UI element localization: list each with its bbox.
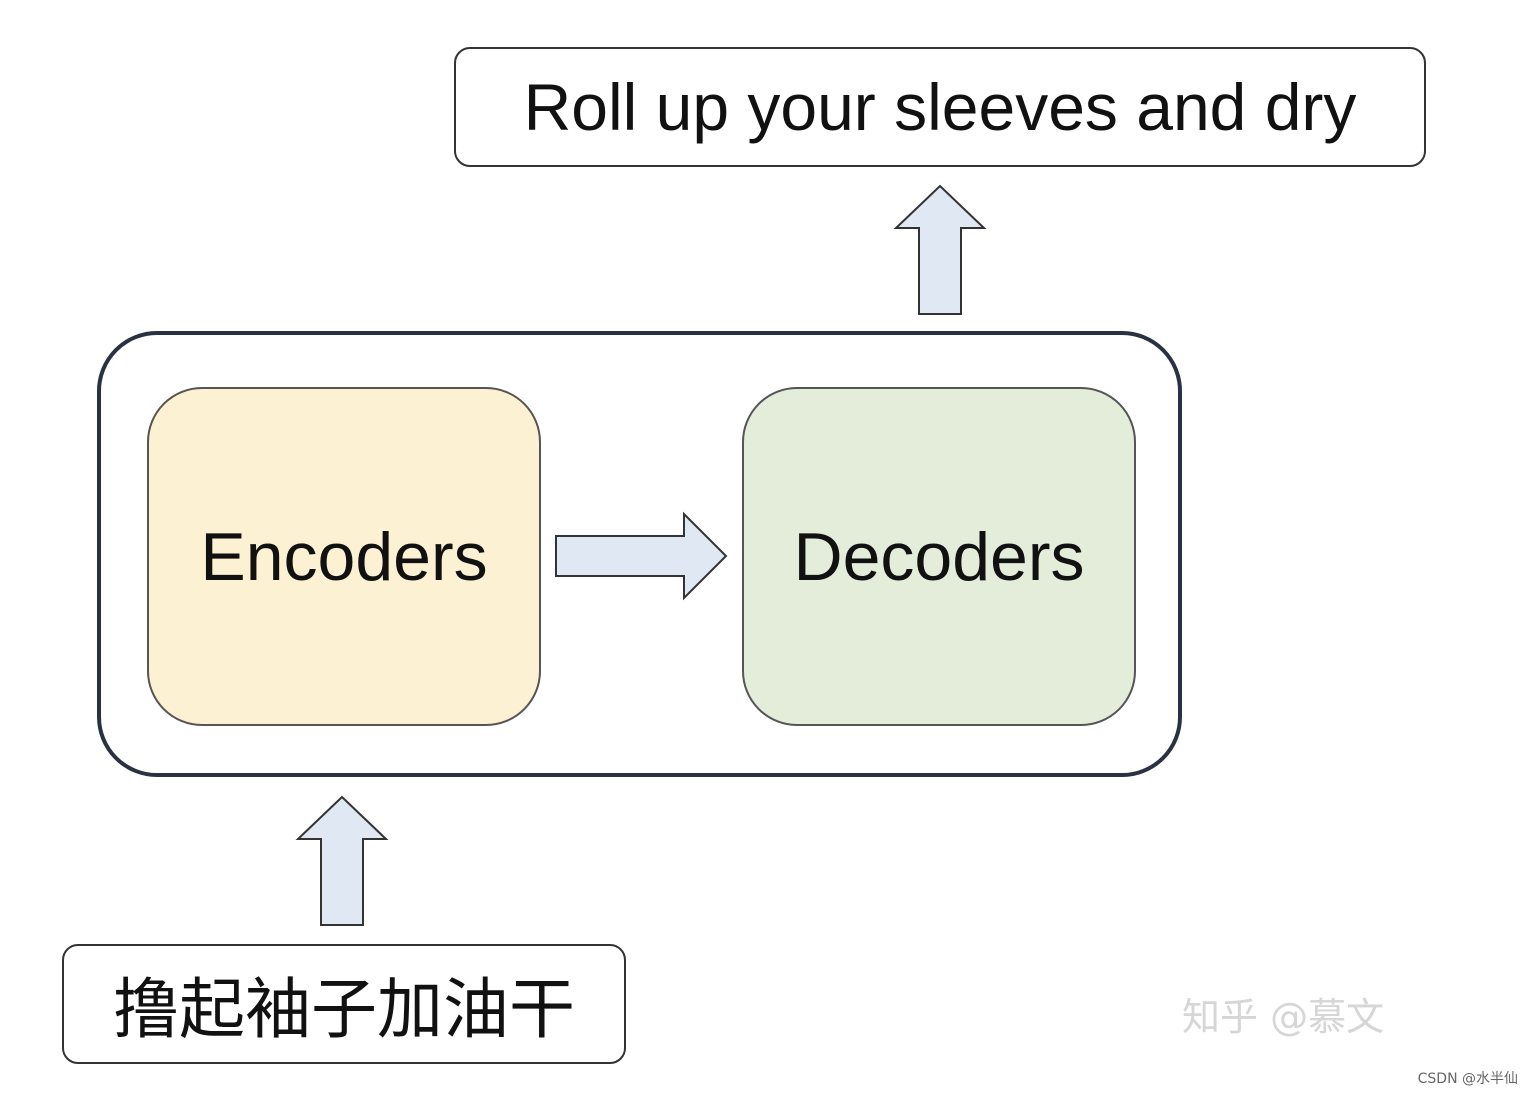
encoders-label: Encoders [200,518,488,595]
encoder-to-decoder-arrow [555,511,728,601]
decoders-block: Decoders [742,387,1136,726]
input-text-box: 撸起袖子加油干 [62,944,626,1064]
output-text: Roll up your sleeves and dry [523,70,1357,144]
input-to-encoder-arrow [295,795,389,926]
zhihu-watermark: 知乎 @慕文 [1182,995,1385,1039]
encoders-block: Encoders [147,387,541,726]
input-text: 撸起袖子加油干 [113,971,575,1048]
decoder-to-output-arrow [893,184,987,315]
output-text-box: Roll up your sleeves and dry [454,47,1426,167]
csdn-credit: CSDN @水半仙 [1417,1071,1518,1087]
decoders-label: Decoders [793,518,1085,595]
